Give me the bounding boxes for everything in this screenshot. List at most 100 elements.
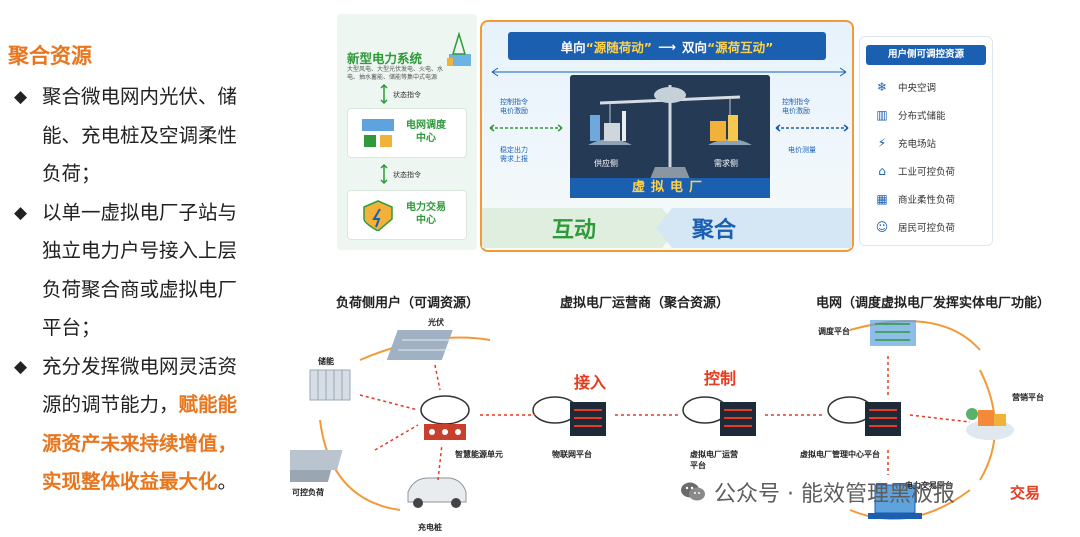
bullet-line: 源的调节能力，赋能能: [42, 386, 274, 425]
bullet-item-1: ◆ 聚合微电网内光伏、储 能、充电桩及空调柔性 负荷；: [12, 78, 274, 194]
banner-text: 单向: [560, 39, 586, 55]
vpp-balance-illustration: [570, 75, 770, 195]
people-icon: ☺: [875, 220, 889, 234]
marketing-platform-label: 营销平台: [1012, 393, 1044, 402]
resource-item: ▦ 商业柔性负荷: [874, 191, 955, 207]
dashed-arrow: [434, 364, 441, 391]
dispatch-center-label: 电网调度 中心: [406, 120, 446, 144]
banner-text: 双向: [681, 39, 707, 55]
balance-scale-icon: [570, 75, 770, 195]
vpp-title-bar: 虚拟电厂: [570, 178, 770, 198]
vpp-operator-icon: [682, 396, 756, 436]
battery-icon: ▥: [876, 108, 888, 122]
diamond-bullet-icon: ◆: [14, 202, 28, 223]
bullet-line: 能、充电桩及空调柔性: [42, 123, 238, 147]
aggregation-label: 聚合: [692, 217, 737, 243]
bullet-line: 充分发挥微电网灵活资: [42, 354, 238, 378]
bullet-line: 聚合微电网内光伏、储: [42, 85, 238, 108]
bullet-line: 负荷；: [42, 162, 101, 185]
grid-dispatch-center-box: 电网调度 中心: [347, 108, 467, 158]
diamond-bullet-icon: ◆: [14, 87, 28, 107]
updown-arrow-icon: [380, 84, 388, 104]
state-command-label: 状态指令: [393, 91, 421, 99]
state-command-label: 状态指令: [393, 171, 421, 179]
flow-arc: [319, 419, 401, 511]
desc-line: 大型风电、大型光伏发电、火电、水: [347, 66, 444, 73]
charging-car-icon: [407, 477, 467, 508]
dashed-double-arrow: [489, 124, 563, 132]
building-icon: ▦: [876, 192, 888, 206]
resource-label: 中央空调: [898, 83, 937, 94]
arrow-note-text: 控制指令 电价激励: [782, 98, 810, 115]
bullet-line: 平台；: [42, 316, 101, 339]
interaction-arrow-band: [482, 208, 852, 248]
left-arrow-note: 稳定出力 需求上报: [500, 146, 528, 164]
bullet-item-3: ◆ 充分发挥微电网灵活资 源的调节能力，赋能能 源资产未来持续增值， 实现整体收…: [12, 348, 274, 502]
wechat-icon: [681, 482, 705, 501]
supply-side-label: 供应侧: [594, 159, 618, 168]
trade-label: 交易: [1010, 484, 1041, 502]
controllable-load-icon: [290, 450, 343, 482]
power-system-title: 新型电力系统: [347, 51, 423, 66]
trading-platform-icon: [868, 484, 922, 519]
iot-platform-label: 物联网平台: [552, 450, 592, 459]
bullet-line: 以单一虚拟电厂子站与: [42, 200, 238, 224]
grid-heading: 电网（调度虚拟电厂发挥实体电厂功能）: [816, 296, 1051, 311]
highlight-text: 实现整体收益最大化: [42, 470, 218, 493]
right-arrow-note: 控制指令 电价激励: [782, 98, 810, 116]
dispatch-platform-icon: [870, 320, 916, 346]
fan-icon: ❄: [876, 80, 888, 94]
resource-label: 工业可控负荷: [898, 167, 956, 178]
dashed-arrow: [909, 414, 971, 423]
double-arrow-line: [491, 67, 847, 77]
resource-item: ❄ 中央空调: [874, 79, 936, 95]
pv-label: 光伏: [428, 318, 444, 327]
bullet-item-2: ◆ 以单一虚拟电厂子站与 独立电力户号接入上层 负荷聚合商或虚拟电厂 平台；: [12, 194, 274, 348]
bullet-line: 实现整体收益最大化。: [42, 463, 274, 502]
trading-center-icon: [363, 200, 393, 231]
dashed-double-arrow: [775, 124, 849, 132]
vpp-operator-heading: 虚拟电厂运营商（聚合资源）: [560, 296, 730, 311]
bullet-list: ◆ 聚合微电网内光伏、储 能、充电桩及空调柔性 负荷； ◆ 以单一虚拟电厂子站与…: [12, 78, 274, 502]
access-label: 接入: [574, 373, 607, 392]
highlight-line: 源资产未来持续增值，: [42, 431, 238, 455]
marketing-platform-icon: [966, 408, 1014, 440]
dispatch-platform-label: 调度平台: [818, 327, 850, 336]
trading-platform-label: 电力交易平台: [905, 481, 953, 490]
dispatch-center-icon: [362, 119, 394, 147]
resource-item: ☺居民可控负荷: [874, 219, 955, 235]
demand-side-label: 需求侧: [714, 159, 738, 168]
bullet-line: 负荷聚合商或虚拟电厂: [42, 277, 238, 301]
vpp-operator-platform-label: 虚拟电厂运营 平台: [690, 450, 738, 470]
banner-quote: “源荷互动”: [706, 39, 774, 55]
resource-label: 分布式储能: [898, 111, 946, 122]
charger-icon: ⚡: [877, 136, 887, 150]
user-side-resources-panel: 用户侧可调控资源 ❄中央空调 ▥分布式储能 ⚡充电场站 ⌂工业可控负荷 ▦商业柔…: [859, 36, 993, 246]
updown-arrow-icon: [380, 164, 388, 184]
power-system-desc: 大型风电、大型光伏发电、火电、水 电、抽水蓄能、储能等集中式电源: [347, 66, 443, 82]
vpp-management-center-icon: [827, 396, 901, 436]
controllable-load-label: 可控负荷: [292, 488, 324, 497]
interaction-label: 互动: [552, 217, 597, 243]
section-heading: 聚合资源: [8, 44, 92, 68]
power-trading-center-box: 电力交易 中心: [347, 190, 467, 240]
resource-item: ⚡ 充电场站: [874, 135, 936, 151]
vpp-center-panel: 单向 “源随荷动” ⟶ 双向 “源荷互动” 控制指令 电价激励 稳定出力 需求上…: [480, 20, 854, 252]
iot-platform-icon: [532, 396, 606, 436]
dashed-arrow: [437, 443, 443, 481]
arrow-note-text: 稳定出力 需求上报: [500, 146, 528, 163]
charger-label: 充电桩: [418, 523, 442, 532]
factory-icon: ⌂: [878, 164, 886, 178]
interaction-banner: 单向 “源随荷动” ⟶ 双向 “源荷互动”: [508, 32, 826, 60]
resource-item: ⌂ 工业可控负荷: [874, 163, 955, 179]
trading-center-label: 电力交易 中心: [406, 202, 446, 226]
resource-label: 充电场站: [898, 139, 937, 150]
control-label: 控制: [704, 369, 737, 388]
resource-label: 商业柔性负荷: [898, 195, 956, 206]
storage-icon: [309, 369, 351, 401]
arrow-note-text: 电价测量: [788, 146, 816, 154]
highlight-text: 赋能能: [178, 393, 238, 416]
dashed-arrow: [374, 424, 419, 451]
right-arrow-note: 电价测量: [788, 146, 816, 155]
